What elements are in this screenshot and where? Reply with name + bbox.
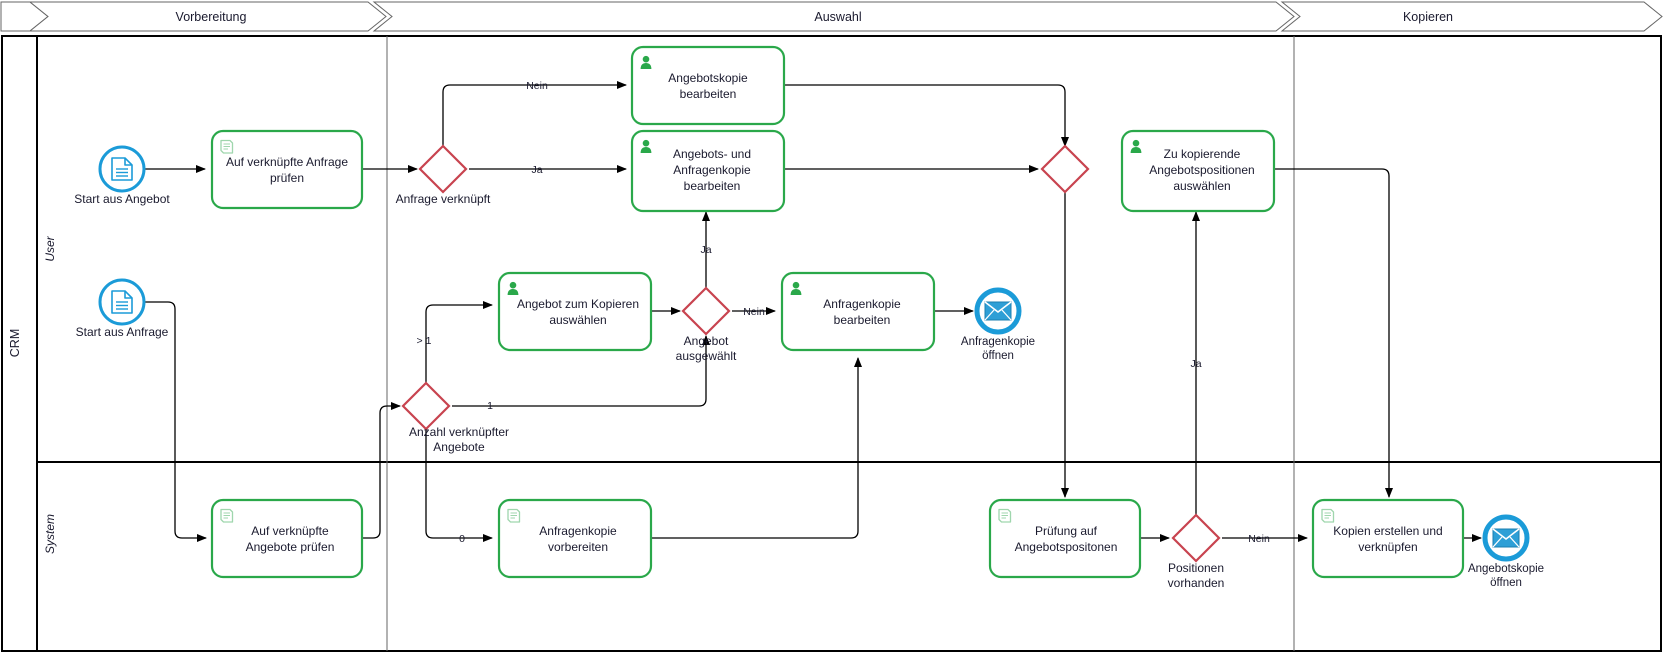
flow-label-nein-3: Nein xyxy=(1248,533,1270,545)
pool-crm: CRM User System xyxy=(1,35,1662,652)
phase-label-vorbereitung: Vorbereitung xyxy=(176,10,247,24)
gateway-positionen-vorhanden[interactable]: Positionen vorhanden xyxy=(1168,513,1225,590)
script-icon xyxy=(507,508,521,523)
phase-label-auswahl: Auswahl xyxy=(814,10,861,24)
flow-gt1-angebot-auswaehlen xyxy=(425,301,493,383)
task-angebots-und-anfragenkopie-bearbeiten[interactable]: Angebots- und Anfragenkopie bearbeiten xyxy=(630,129,786,213)
task-anfragenkopie-vorbereiten[interactable]: Anfragenkopie vorbereiten xyxy=(497,498,653,579)
user-icon xyxy=(640,139,652,153)
script-icon xyxy=(998,508,1012,523)
flow-one-to-gw-angebot-ausgewaehlt xyxy=(452,335,710,407)
phase-auswahl-shape xyxy=(372,1,1295,32)
task-pruefung-auf-angebotspositonen[interactable]: Prüfung auf Angebotspositonen xyxy=(988,498,1142,579)
script-icon xyxy=(1321,508,1335,523)
user-icon xyxy=(507,281,519,295)
task-label-line2: auswählen xyxy=(549,313,606,327)
flow-label-ja-3: Ja xyxy=(1190,358,1201,370)
flow-label-gt1: > 1 xyxy=(417,335,432,347)
task-label-line1: Angebots- und xyxy=(673,147,751,161)
task-label-line2: Angebotspositionen xyxy=(1149,163,1254,177)
flow-vorbereiten-to-bearbeiten xyxy=(651,357,862,539)
flow-angebote-pruefen-to-gw-anzahl xyxy=(360,402,401,539)
script-icon xyxy=(220,139,234,154)
task-label-line2: Anfragenkopie xyxy=(673,163,751,177)
task-label-line1: Angebot zum Kopieren xyxy=(517,297,639,311)
flow-zero-anfragenkopie-vorbereiten xyxy=(425,429,493,542)
task-label-line1: Kopien erstellen und xyxy=(1333,524,1442,538)
gateway-label-positionen-line2: vorhanden xyxy=(1168,576,1225,590)
flow-label-ja-2: Ja xyxy=(700,244,711,256)
flow-start-anfrage-to-angebote-pruefen xyxy=(144,301,207,542)
task-label-line3: bearbeiten xyxy=(684,179,741,193)
phase-label-kopieren: Kopieren xyxy=(1403,10,1453,24)
task-angebotskopie-bearbeiten[interactable]: Angebotskopie bearbeiten xyxy=(630,45,786,126)
task-label-line1: Auf verknüpfte Anfrage xyxy=(226,155,348,169)
gateway-anzahl-verknuepfter-angebote[interactable]: Anzahl verknüpfter Angebote xyxy=(401,381,509,454)
event-end-anfragenkopie-oeffnen[interactable]: Anfragenkopie öffnen xyxy=(961,287,1035,362)
gateway-label-anfrage-verknuepft: Anfrage verknüpft xyxy=(396,192,491,206)
task-label-line2: verknüpfen xyxy=(1358,540,1417,554)
task-label-line3: auswählen xyxy=(1173,179,1230,193)
user-icon xyxy=(640,55,652,69)
task-label-line1: Anfragenkopie xyxy=(539,524,617,538)
task-label-line1: Anfragenkopie xyxy=(823,297,901,311)
gateway-label-anzahl-line2: Angebote xyxy=(433,440,485,454)
flow-zukopierende-to-kopien xyxy=(1274,168,1393,498)
task-kopien-erstellen-und-verknuepfen[interactable]: Kopien erstellen und verknüpfen xyxy=(1311,498,1465,579)
gateway-angebot-ausgewaehlt[interactable]: Angebot ausgewählt xyxy=(676,286,737,363)
gateway-label-angebot-ausgewaehlt-line1: Angebot xyxy=(684,334,729,348)
event-label-start-angebot: Start aus Angebot xyxy=(74,192,170,206)
event-start-anfrage[interactable]: Start aus Anfrage xyxy=(76,278,169,339)
event-start-angebot[interactable]: Start aus Angebot xyxy=(74,145,170,206)
flow-label-nein-1: Nein xyxy=(526,80,548,92)
event-label-end-angebotskopie-line2: öffnen xyxy=(1490,577,1522,589)
envelope-icon xyxy=(1492,528,1520,548)
task-label-line1: Auf verknüpfte xyxy=(251,524,329,538)
task-label-line2: Angebotspositonen xyxy=(1015,540,1118,554)
event-label-end-anfragenkopie-line2: öffnen xyxy=(982,350,1014,362)
flow-angebotskopie-to-merge xyxy=(784,84,1069,147)
task-anfragenkopie-bearbeiten[interactable]: Anfragenkopie bearbeiten xyxy=(780,271,936,352)
task-label-line2: vorbereiten xyxy=(548,540,608,554)
flow-label-zero: 0 xyxy=(459,533,465,545)
flow-label-one: 1 xyxy=(487,400,493,412)
envelope-icon xyxy=(984,301,1012,321)
task-angebot-zum-kopieren-auswaehlen[interactable]: Angebot zum Kopieren auswählen xyxy=(497,271,653,352)
task-label-line2: bearbeiten xyxy=(834,313,891,327)
event-end-angebotskopie-oeffnen[interactable]: Angebotskopie öffnen xyxy=(1468,514,1544,589)
task-label-line2: Angebote prüfen xyxy=(246,540,335,554)
gateway-label-anzahl-line1: Anzahl verknüpfter xyxy=(409,425,509,439)
flow-label-nein-2: Nein xyxy=(743,306,765,318)
lane-label-user: User xyxy=(43,235,57,261)
phase-vorbereitung-shape xyxy=(28,1,387,32)
task-zu-kopierende-angebotspositionen-auswaehlen[interactable]: Zu kopierende Angebotspositionen auswähl… xyxy=(1120,129,1276,213)
flow-labels: Nein Ja Ja Nein > 1 1 0 Ja Nein xyxy=(417,80,1270,545)
user-icon xyxy=(790,281,802,295)
event-label-start-anfrage: Start aus Anfrage xyxy=(76,325,169,339)
flow-label-ja-1: Ja xyxy=(531,164,542,176)
task-label-line1: Angebotskopie xyxy=(668,71,748,85)
event-label-end-angebotskopie-line1: Angebotskopie xyxy=(1468,563,1544,575)
task-label-line2: bearbeiten xyxy=(680,87,737,101)
event-label-end-anfragenkopie-line1: Anfragenkopie xyxy=(961,336,1035,348)
flow-nein-angebotskopie xyxy=(442,81,627,146)
gateway-label-positionen-line1: Positionen xyxy=(1168,561,1224,575)
gateway-anfrage-verknuepft[interactable]: Anfrage verknüpft xyxy=(396,144,491,206)
task-label-line2: prüfen xyxy=(270,171,304,185)
script-icon xyxy=(220,508,234,523)
gateway-label-angebot-ausgewaehlt-line2: ausgewählt xyxy=(676,349,737,363)
pool-label-crm: CRM xyxy=(8,329,22,357)
task-label-line1: Prüfung auf xyxy=(1035,524,1098,538)
document-icon xyxy=(111,290,133,314)
document-icon xyxy=(111,157,133,181)
gateway-merge-auswahl[interactable] xyxy=(1040,144,1090,194)
phase-header-band: Vorbereitung Auswahl Kopieren xyxy=(0,1,1663,32)
task-auf-verknuepfte-angebote-pruefen[interactable]: Auf verknüpfte Angebote prüfen xyxy=(210,498,364,579)
task-label-line1: Zu kopierende xyxy=(1164,147,1241,161)
task-auf-verknuepfte-anfrage-pruefen[interactable]: Auf verknüpfte Anfrage prüfen xyxy=(210,129,364,210)
user-icon xyxy=(1130,139,1142,153)
sequence-flows xyxy=(144,81,1482,542)
phase-kopieren-shape xyxy=(1280,1,1663,32)
lane-label-system: System xyxy=(43,514,57,554)
